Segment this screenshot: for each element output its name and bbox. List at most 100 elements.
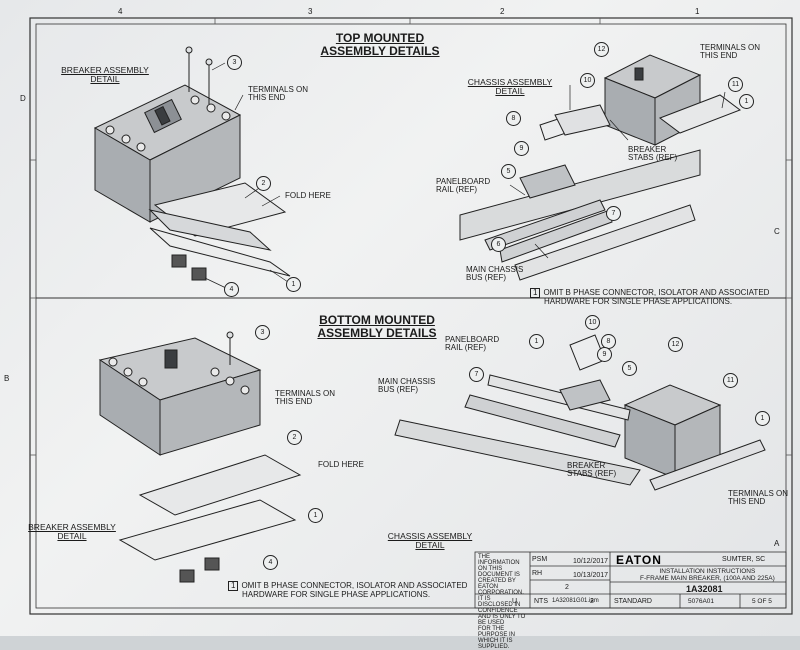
border-row-d: D	[20, 94, 26, 103]
top-chassis	[459, 54, 742, 281]
border-row-c: C	[774, 227, 780, 236]
bottom-breaker	[98, 331, 302, 583]
bottom-terminals-line2: THIS END	[275, 397, 313, 407]
top-title-line1: TOP MOUNTED	[335, 31, 425, 45]
confidential-line7: SUPPLIED.	[478, 644, 510, 650]
bottom-panelboard-rail-label: PANELBOARD RAIL (REF)	[445, 335, 500, 353]
border-row-b: B	[4, 374, 10, 383]
bottom-chassis-terminals-line1: TERMINALS ON	[728, 489, 789, 498]
top-callout-1: 1	[286, 277, 301, 292]
top-callout-2: 2	[256, 176, 271, 191]
bottom-chassis-terminals-label: TERMINALS ON THIS END	[728, 489, 789, 507]
top-callout-9: 9	[514, 141, 529, 156]
top-callout-5: 5	[501, 164, 516, 179]
line-art	[29, 17, 793, 615]
top-note-box: 1	[530, 288, 541, 299]
bottom-panelboard-rail-line1: PANELBOARD	[445, 335, 500, 344]
bottom-chassis	[394, 334, 766, 491]
top-callout-10: 10	[580, 73, 595, 88]
top-panelboard-rail-label: PANELBOARD RAIL (REF)	[436, 177, 491, 195]
bottom-chassis-detail-line2: DETAIL	[415, 539, 445, 550]
drawn-date: 10/12/2017	[573, 558, 609, 565]
inner-border	[35, 23, 787, 609]
bottom-breaker-detail-line2: DETAIL	[57, 530, 87, 541]
bottom-chassis-detail-line1: CHASSIS ASSEMBLY	[387, 531, 473, 541]
bottom-note-line2: HARDWARE FOR SINGLE PHASE APPLICATIONS.	[242, 590, 431, 600]
top-callout-3: 3	[227, 55, 242, 70]
sheet-number: 5 OF 5	[752, 598, 772, 605]
bottom-note-line1: OMIT B PHASE CONNECTOR, ISOLATOR AND ASS…	[241, 581, 468, 590]
outer-border	[29, 17, 793, 615]
top-panelboard-rail-line2: RAIL (REF)	[436, 185, 478, 195]
bottom-title: BOTTOM MOUNTED ASSEMBLY DETAILS	[312, 314, 442, 339]
doc-title-line1: INSTALLATION INSTRUCTIONS	[659, 568, 756, 575]
top-chassis-detail-line1: CHASSIS ASSEMBLY	[467, 77, 553, 87]
top-panelboard-rail-line1: PANELBOARD	[436, 177, 491, 186]
bottom-callout-5: 5	[622, 361, 637, 376]
confidential-line6: FOR THE PURPOSE IN WHICH IT IS	[478, 626, 516, 644]
doc-number: 1A32081	[686, 584, 723, 594]
top-chassis-terminals-line1: TERMINALS ON	[700, 43, 761, 52]
top-title: TOP MOUNTED ASSEMBLY DETAILS	[320, 32, 440, 57]
bottom-title-line1: BOTTOM MOUNTED	[319, 313, 435, 327]
bottom-panelboard-rail-line2: RAIL (REF)	[445, 343, 487, 353]
top-breaker-stabs-line2: STABS (REF)	[628, 153, 678, 163]
bottom-terminals-line1: TERMINALS ON	[275, 389, 336, 398]
border-col-2: 2	[500, 7, 505, 16]
top-chassis-terminals-label: TERMINALS ON THIS END	[700, 43, 761, 61]
top-chassis-terminals-line2: THIS END	[700, 51, 738, 61]
top-terminals-line2: THIS END	[248, 93, 286, 103]
revision: 2	[565, 584, 569, 591]
top-breaker-detail-label: BREAKER ASSEMBLY DETAIL	[55, 66, 155, 84]
border-col-4: 4	[118, 7, 123, 16]
top-breaker-detail-line2: DETAIL	[90, 73, 120, 84]
bottom-breaker-stabs-line1: BREAKER	[567, 461, 606, 470]
bottom-breaker-detail-line1: BREAKER ASSEMBLY	[28, 522, 116, 532]
bottom-callout-1: 1	[308, 508, 323, 523]
file-name: 1A32081G01.iam	[552, 598, 599, 604]
bottom-breaker-stabs-label: BREAKER STABS (REF)	[567, 461, 617, 479]
sheet-rev: 2	[590, 598, 594, 605]
bottom-chassis-detail-label: CHASSIS ASSEMBLY DETAIL	[380, 532, 480, 550]
bottom-callout-2: 2	[287, 430, 302, 445]
top-callout-11: 11	[728, 77, 743, 92]
bottom-terminals-label: TERMINALS ON THIS END	[275, 389, 336, 407]
top-chassis-detail-line2: DETAIL	[495, 85, 525, 96]
top-title-line2: ASSEMBLY DETAILS	[320, 43, 440, 58]
border-col-3: 3	[308, 7, 313, 16]
bottom-chassis-terminals-line2: THIS END	[728, 497, 766, 507]
top-breaker	[93, 84, 242, 223]
part-number: 5076A01	[688, 598, 715, 605]
checked-by: RH	[532, 570, 543, 577]
doc-title-line2: F-FRAME MAIN BREAKER, (100A AND 225A)	[640, 575, 775, 582]
top-note-line1: OMIT B PHASE CONNECTOR, ISOLATOR AND ASS…	[543, 288, 770, 297]
confidential-line1: THE INFORMATION ON THIS	[478, 554, 520, 572]
bottom-note-box: 1	[228, 581, 239, 592]
doc-title: INSTALLATION INSTRUCTIONS F-FRAME MAIN B…	[640, 568, 775, 582]
drawn-by: PSM	[532, 556, 548, 563]
top-breaker-stabs-line1: BREAKER	[628, 145, 667, 154]
eaton-logo: EATON	[616, 553, 662, 567]
top-callout-12: 12	[594, 42, 609, 57]
top-callout-1: 1	[739, 94, 754, 109]
top-main-chassis-bus-line2: BUS (REF)	[466, 273, 506, 283]
title-block-grid	[474, 551, 787, 609]
confidential-line3: EATON CORPORATION. IT IS	[478, 584, 524, 602]
top-callout-4: 4	[224, 282, 239, 297]
bottom-breaker-stabs-line2: STABS (REF)	[567, 469, 617, 479]
bottom-fold-here: FOLD HERE	[318, 460, 364, 469]
checked-date: 10/13/2017	[573, 572, 609, 579]
top-main-chassis-bus-label: MAIN CHASSIS BUS (REF)	[466, 265, 523, 283]
u-mark: U	[512, 598, 518, 605]
standard: STANDARD	[614, 598, 652, 605]
top-breaker-detail-line1: BREAKER ASSEMBLY	[61, 65, 149, 75]
top-terminals-line1: TERMINALS ON	[248, 85, 309, 94]
bottom-callout-7: 7	[469, 367, 484, 382]
bottom-callout-12: 12	[668, 337, 683, 352]
bottom-main-chassis-bus-line2: BUS (REF)	[378, 385, 418, 395]
border-col-1: 1	[695, 7, 700, 16]
bottom-title-line2: ASSEMBLY DETAILS	[317, 325, 437, 340]
